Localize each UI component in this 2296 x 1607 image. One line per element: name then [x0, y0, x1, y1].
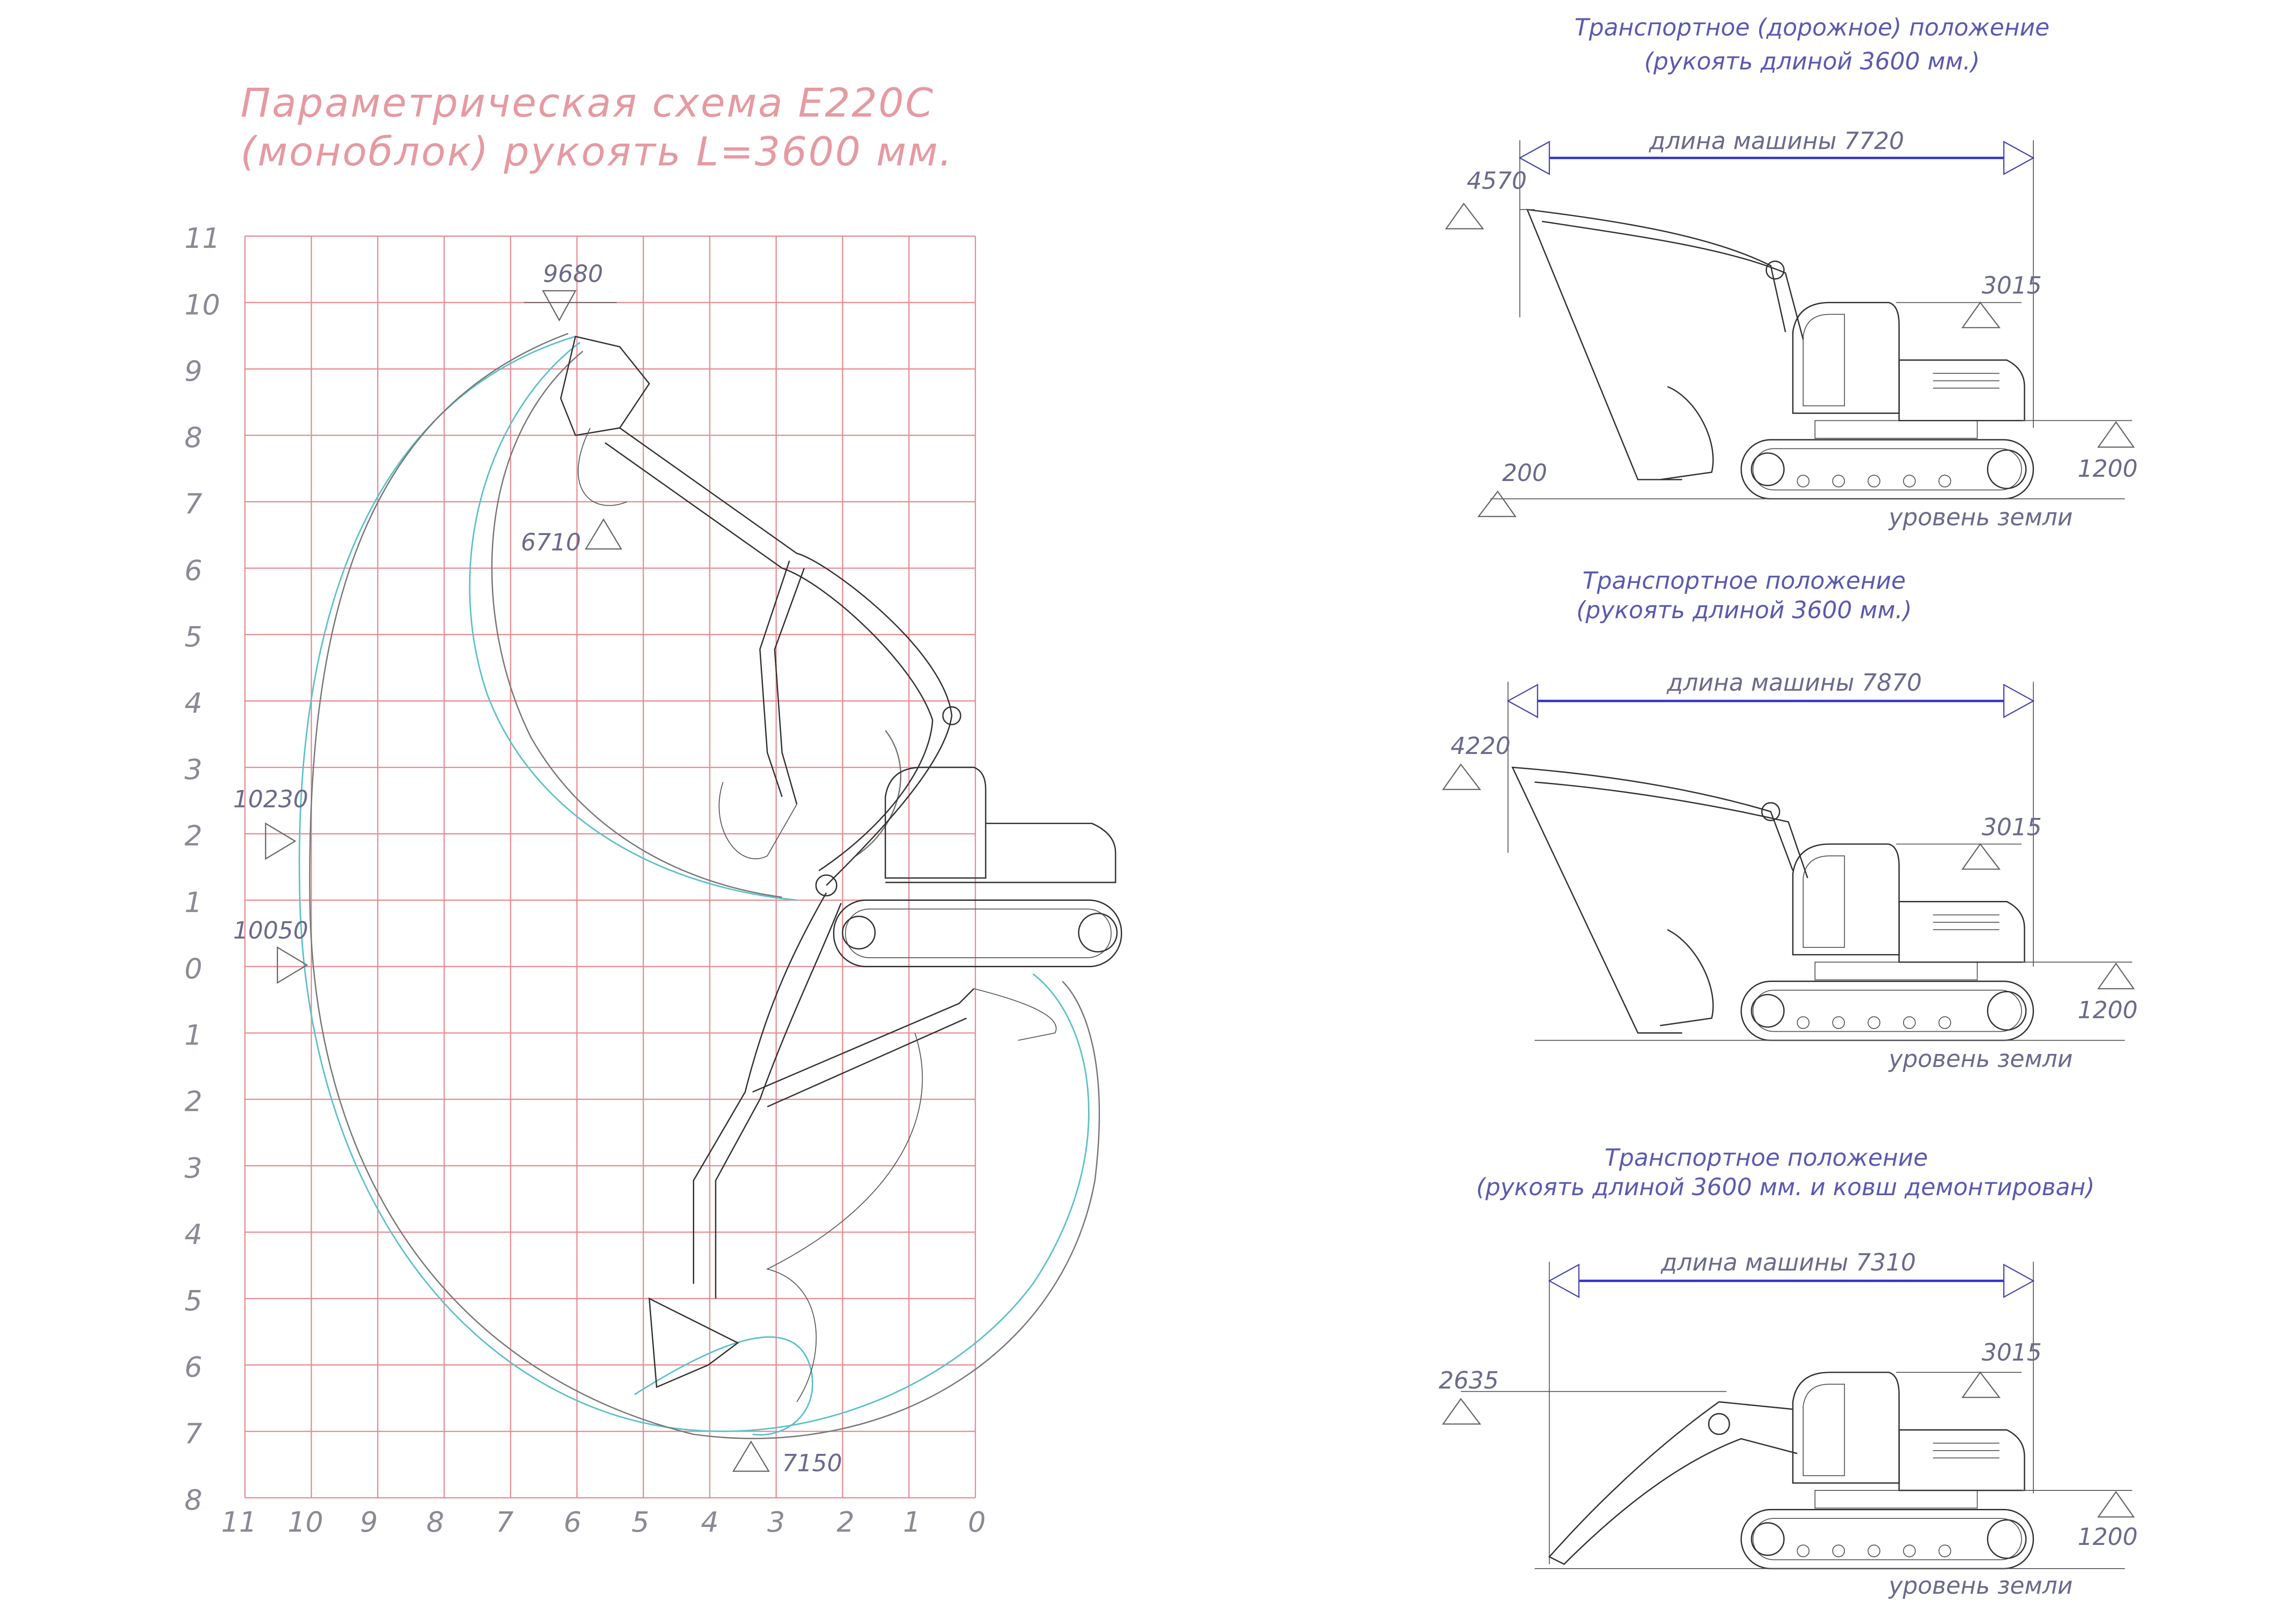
x-tick: 8 — [427, 1506, 445, 1538]
x-tick: 6 — [563, 1506, 581, 1538]
y-tick: 11 — [184, 222, 220, 254]
panel-title-line2: (рукоять длиной 3600 мм. и ковш демонтир… — [1476, 1173, 2095, 1201]
transport-panel-1: Транспортное (дорожное) положение (рукоя… — [1445, 14, 2138, 531]
y-tick: 8 — [184, 421, 202, 454]
machine-length-label: длина машины 7870 — [1666, 669, 1922, 696]
dig-depth-value: 7150 — [782, 1449, 842, 1477]
transport-panel-3: Транспортное положение (рукоять длиной 3… — [1439, 1144, 2138, 1599]
track-height-label: 1200 — [2078, 1523, 2138, 1551]
dim-dig-depth: 7150 — [732, 1440, 842, 1477]
y-tick: 6 — [184, 1351, 202, 1383]
y-tick: 8 — [184, 1483, 202, 1516]
dim-ground-reach: 10050 — [233, 917, 308, 984]
cab-height-label: 3015 — [1982, 272, 2042, 300]
y-tick: 7 — [184, 1417, 202, 1450]
excavator-main — [560, 336, 1122, 1402]
panel-title-line1: Транспортное положение — [1582, 567, 1906, 594]
dim-max-reach: 10230 — [233, 785, 308, 860]
track-height-label: 1200 — [2078, 997, 2138, 1024]
panel-title-line1: Транспортное (дорожное) положение — [1574, 14, 2049, 41]
panel-title-line2: (рукоять длиной 3600 мм.) — [1576, 597, 1912, 624]
y-tick: 3 — [184, 1152, 202, 1184]
y-axis-ticks: 11 10 9 8 7 6 5 4 3 2 1 0 1 2 3 4 5 6 7 … — [184, 222, 220, 1516]
height-label: 2635 — [1439, 1367, 1499, 1394]
machine-length-label: длина машины 7720 — [1649, 127, 1904, 155]
diagram-title-line2: (моноблок) рукоять L=3600 мм. — [241, 128, 953, 175]
x-tick: 5 — [632, 1506, 650, 1538]
height-label: 4220 — [1451, 732, 1511, 760]
y-tick: 10 — [184, 288, 220, 321]
y-tick: 6 — [184, 554, 202, 587]
ground-level-label: уровень земли — [1888, 504, 2073, 531]
ground-level-label: уровень земли — [1888, 1045, 2073, 1072]
ground-reach-value: 10050 — [233, 917, 308, 944]
x-tick: 1 — [903, 1506, 921, 1538]
y-tick: 5 — [184, 620, 202, 653]
height-label: 4570 — [1467, 167, 1527, 195]
max-height-value: 9680 — [543, 260, 603, 288]
x-tick: 7 — [496, 1506, 514, 1538]
diagram-title-line1: Параметрическая схема E220C — [241, 80, 935, 126]
x-tick: 3 — [767, 1506, 785, 1538]
x-tick: 9 — [360, 1506, 378, 1538]
transport-panel-2: Транспортное положение (рукоять длиной 3… — [1442, 567, 2138, 1072]
dim-max-height: 9680 — [524, 260, 617, 322]
y-tick: 9 — [184, 354, 202, 387]
y-tick: 7 — [184, 488, 202, 520]
panel-title-line2: (рукоять длиной 3600 мм.) — [1644, 47, 1980, 75]
low-point-label: 200 — [1502, 459, 1547, 487]
track-height-label: 1200 — [2078, 455, 2138, 482]
y-tick: 3 — [184, 753, 202, 786]
machine-length-label: длина машины 7310 — [1661, 1249, 1916, 1276]
y-tick: 2 — [184, 819, 202, 852]
x-axis-ticks: 11 10 9 8 7 6 5 4 3 2 1 0 — [221, 1506, 986, 1538]
dim-dump-height: 6710 — [521, 518, 623, 556]
x-tick: 10 — [288, 1506, 323, 1538]
working-range-grid — [244, 236, 976, 1498]
y-tick: 0 — [184, 952, 202, 985]
cab-height-label: 3015 — [1982, 1339, 2042, 1366]
y-tick: 5 — [184, 1284, 202, 1317]
panel-title-line1: Транспортное положение — [1605, 1144, 1928, 1171]
x-tick: 0 — [968, 1506, 986, 1538]
x-tick: 4 — [701, 1506, 719, 1538]
cab-height-label: 3015 — [1982, 813, 2042, 841]
y-tick: 1 — [184, 1019, 202, 1052]
y-tick: 4 — [184, 687, 202, 719]
digging-envelope — [299, 333, 1100, 1439]
y-tick: 2 — [184, 1085, 202, 1118]
y-tick: 4 — [184, 1218, 202, 1251]
y-tick: 1 — [184, 886, 202, 918]
max-reach-value: 10230 — [233, 785, 308, 813]
x-tick: 11 — [221, 1506, 257, 1538]
dump-height-value: 6710 — [521, 528, 581, 556]
ground-level-label: уровень земли — [1888, 1572, 2073, 1599]
x-tick: 2 — [836, 1506, 854, 1538]
